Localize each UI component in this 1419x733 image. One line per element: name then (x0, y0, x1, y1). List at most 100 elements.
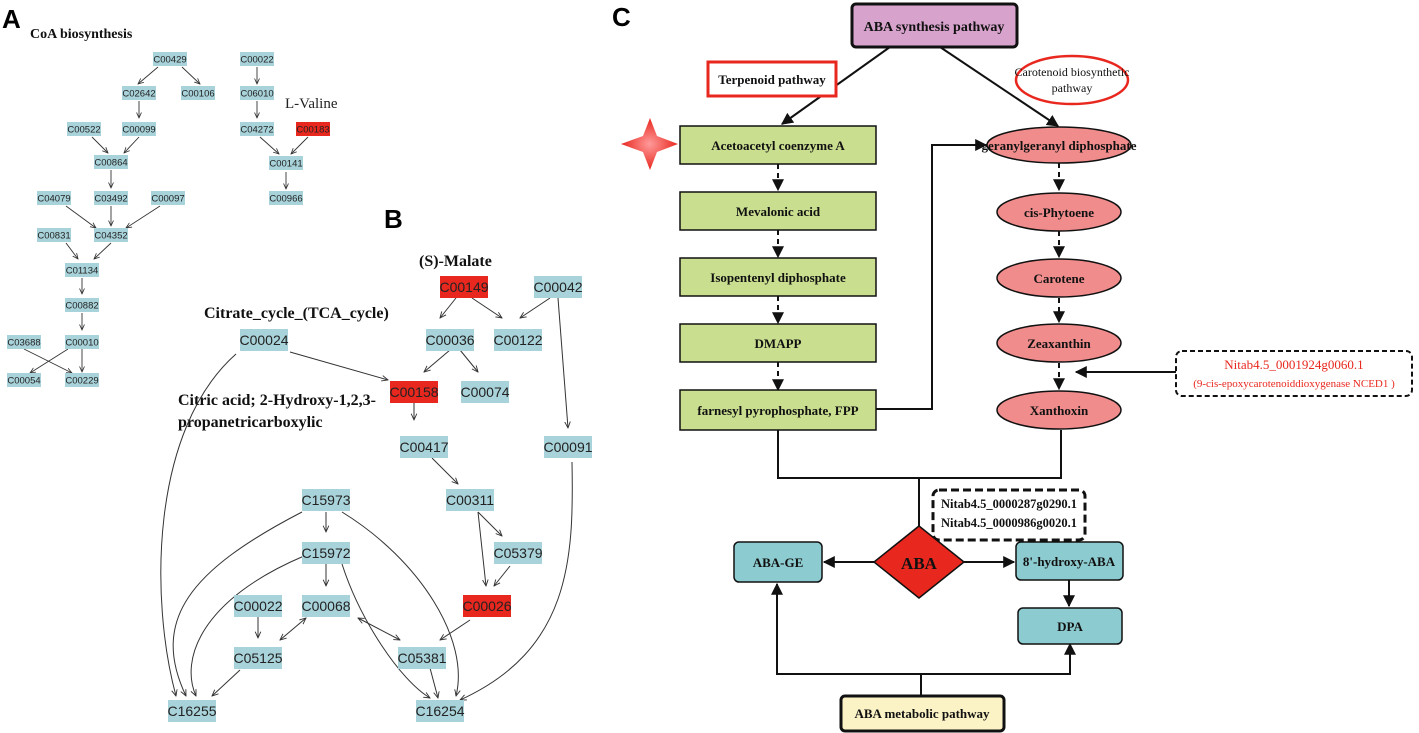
compound-box (7, 373, 41, 387)
compound-box (240, 86, 274, 100)
compound-box (181, 86, 215, 100)
compound-box (416, 700, 464, 722)
compound-label: C06010 (240, 88, 273, 99)
hydroxy-aba-box (1015, 541, 1124, 581)
compound-label: C16255 (167, 703, 216, 719)
compound-node-c00054: C00054 (7, 373, 41, 387)
compound-label: C00311 (446, 492, 494, 508)
compound-label: C03688 (7, 337, 40, 348)
compound-label: C00106 (181, 88, 214, 99)
compound-box (463, 595, 511, 617)
compound-node-c04272: C04272 (240, 122, 274, 136)
aba-ge-box (733, 541, 823, 583)
panel-a: A CoA biosynthesis L-Valine C (2, 4, 338, 387)
compound-box (302, 489, 350, 511)
compound-node-c05379: C05379 (493, 542, 543, 564)
compound-node-c00831: C00831 (37, 228, 71, 242)
aba-gene-2: Nitab4.5_0000986g0020.1 (941, 516, 1077, 530)
compound-node-c06010: C06010 (240, 86, 274, 100)
compound-box (461, 381, 509, 403)
hydroxy-aba-label: 8'-hydroxy-ABA (1023, 554, 1116, 569)
compound-label: C00010 (65, 337, 98, 348)
compound-node-c16255: C16255 (167, 700, 217, 722)
step-oval-zeaxanthin (996, 323, 1122, 363)
nced-gene-desc: (9-cis-epoxycarotenoiddioxygenase NCED1 … (1193, 378, 1395, 390)
citric-acid-label-line1: Citric acid; 2-Hydroxy-1,2,3- (178, 392, 376, 409)
compound-node-c00229: C00229 (65, 373, 99, 387)
citric-acid-label-line2: propanetricarboxylic (178, 414, 323, 431)
compound-node-c00024: C00024 (239, 329, 289, 351)
compound-node-c00882: C00882 (65, 298, 99, 312)
carotenoid-steps: geranylgeranyl diphosphate cis-Phytoene … (982, 126, 1137, 430)
carotenoid-label-line1: Carotenoid biosynthetic (1015, 65, 1130, 79)
compound-node-c00022: C00022 (233, 595, 283, 617)
nced-gene-id: Nitab4.5_0001924g0060.1 (1224, 357, 1363, 372)
compound-node-c00042: C00042 (533, 276, 583, 298)
compound-node-c00026: C00026 (462, 595, 512, 617)
compound-label: C04079 (37, 193, 70, 204)
panel-b-edges (160, 297, 573, 700)
compound-label: C15973 (301, 492, 350, 508)
compound-label: C03492 (94, 193, 127, 204)
compound-node-c03492: C03492 (94, 191, 128, 205)
compound-box (534, 276, 582, 298)
step-oval-xanthoxin (996, 390, 1122, 430)
compound-node-c00141: C00141 (269, 156, 303, 170)
step-box-dmapp (679, 323, 877, 363)
compound-label: C02642 (122, 88, 155, 99)
compound-label: C01134 (66, 265, 99, 276)
compound-label: C16254 (415, 703, 464, 719)
step-label-mevalonic: Mevalonic acid (736, 204, 821, 219)
compound-label: C04352 (94, 230, 127, 241)
step-box-fpp (679, 389, 877, 431)
panel-a-letter: A (2, 4, 21, 34)
compound-label: C00522 (67, 124, 100, 135)
step-label-zeaxanthin: Zeaxanthin (1027, 336, 1091, 351)
aba-synthesis-box (850, 2, 1019, 49)
compound-node-c15973: C15973 (301, 489, 351, 511)
compound-label: C00099 (122, 124, 155, 135)
compound-box (122, 86, 156, 100)
compound-label: C00141 (269, 158, 302, 169)
compound-box (494, 329, 542, 351)
compound-box (296, 122, 330, 136)
compound-box (446, 489, 494, 511)
compound-label: C05381 (397, 650, 446, 666)
compound-box (400, 436, 448, 458)
aba-gene-1: Nitab4.5_0000287g0290.1 (941, 497, 1077, 511)
aba-genes-box (931, 488, 1087, 542)
compound-label: C00091 (543, 439, 592, 455)
compound-box (65, 298, 99, 312)
nced-gene-box (1175, 350, 1413, 397)
compound-label: C00122 (493, 332, 542, 348)
step-label-ggpp: geranylgeranyl diphosphate (982, 138, 1137, 153)
compound-node-c04079: C04079 (37, 191, 71, 205)
compound-node-c00417: C00417 (399, 436, 449, 458)
compound-label: C00074 (460, 384, 509, 400)
step-oval-ggpp (986, 126, 1132, 164)
compound-box (151, 191, 185, 205)
compound-label: C00429 (153, 54, 186, 65)
step-label-fpp: farnesyl pyrophosphate, FPP (697, 403, 858, 418)
compound-node-c00864: C00864 (94, 155, 128, 169)
compound-box (168, 700, 216, 722)
compound-box (390, 381, 438, 403)
compound-box (94, 155, 128, 169)
compound-label: C00097 (151, 193, 184, 204)
compound-box (426, 329, 474, 351)
compound-node-c00010: C00010 (65, 335, 99, 349)
compound-node-c00158: C00158 (389, 381, 439, 403)
compound-node-c00429: C00429 (153, 52, 187, 66)
malate-label: (S)-Malate (419, 253, 492, 270)
step-oval-carotene (996, 258, 1122, 298)
compound-label: C00882 (65, 300, 98, 311)
aba-metabolic-label: ABA metabolic pathway (854, 706, 990, 721)
compound-label: C00831 (37, 230, 70, 241)
compound-node-c15972: C15972 (301, 542, 351, 564)
star-icon (621, 118, 678, 170)
panel-c: C ABA synthesis pathway (612, 2, 1413, 733)
step-label-carotene: Carotene (1033, 271, 1084, 286)
compound-node-c02642: C02642 (122, 86, 156, 100)
step-box-acetoacetyl (679, 125, 877, 165)
